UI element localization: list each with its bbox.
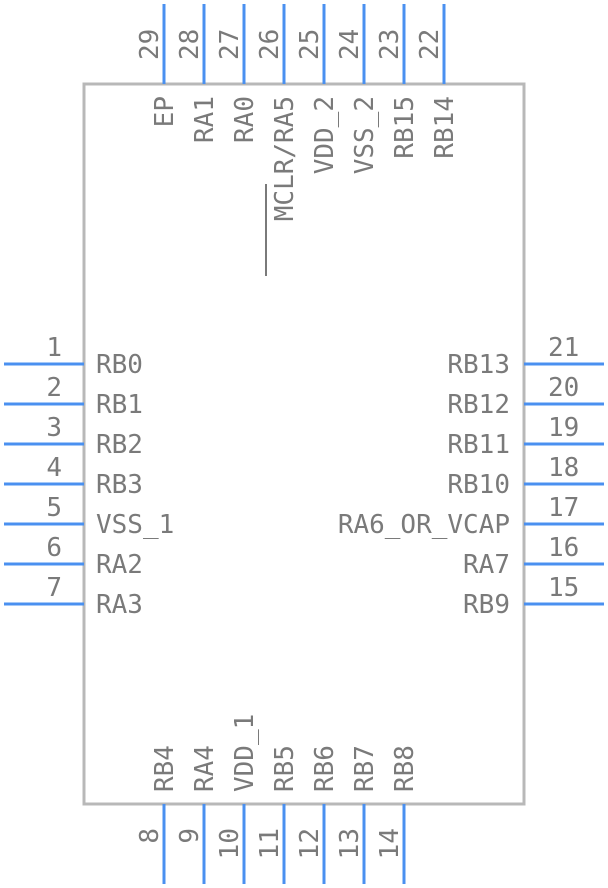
pin-8-name: RB4 xyxy=(150,745,180,792)
pin-group: 1RB02RB13RB24RB35VSS_16RA27RA321RB1320RB… xyxy=(4,4,604,884)
pin-15-name: RB9 xyxy=(463,590,510,620)
pin-21-number: 21 xyxy=(548,333,579,363)
pin-5-name: VSS_1 xyxy=(96,510,174,540)
pin-14-number: 14 xyxy=(375,828,405,859)
pin-20-name: RB12 xyxy=(447,390,510,420)
component-body xyxy=(82,82,526,806)
pin-15-number: 15 xyxy=(548,573,579,603)
pin-26-name: MCLR/RA5 xyxy=(270,96,300,221)
pin-8-number: 8 xyxy=(135,828,165,844)
pin-12-number: 12 xyxy=(295,828,325,859)
pin-3-number: 3 xyxy=(46,413,62,443)
pin-24-name: VSS_2 xyxy=(350,96,380,174)
pin-28-number: 28 xyxy=(175,29,205,60)
pin-1-number: 1 xyxy=(46,333,62,363)
pin-5-number: 5 xyxy=(46,493,62,523)
pin-27-number: 27 xyxy=(215,29,245,60)
pin-14-name: RB8 xyxy=(390,745,420,792)
pin-10-name: VDD_1 xyxy=(230,714,260,792)
pin-1-name: RB0 xyxy=(96,350,143,380)
pin-23-name: RB15 xyxy=(390,96,420,159)
pin-13-name: RB7 xyxy=(350,745,380,792)
pin-16-name: RA7 xyxy=(463,550,510,580)
pin-4-number: 4 xyxy=(46,453,62,483)
pin-19-number: 19 xyxy=(548,413,579,443)
pin-7-name: RA3 xyxy=(96,590,143,620)
pin-23-number: 23 xyxy=(375,29,405,60)
pin-20-number: 20 xyxy=(548,373,579,403)
pin-22-number: 22 xyxy=(415,29,445,60)
pin-12-name: RB6 xyxy=(310,745,340,792)
pin-7-number: 7 xyxy=(46,573,62,603)
pin-3-name: RB2 xyxy=(96,430,143,460)
pin-2-number: 2 xyxy=(46,373,62,403)
pin-27-name: RA0 xyxy=(230,96,260,143)
pin-9-name: RA4 xyxy=(190,745,220,792)
pin-6-number: 6 xyxy=(46,533,62,563)
pin-29-name: EP xyxy=(150,96,180,127)
pin-9-number: 9 xyxy=(175,828,205,844)
pin-18-name: RB10 xyxy=(447,470,510,500)
pin-22-name: RB14 xyxy=(430,96,460,159)
pin-4-name: RB3 xyxy=(96,470,143,500)
pin-25-name: VDD_2 xyxy=(310,96,340,174)
pin-29-number: 29 xyxy=(135,29,165,60)
pin-17-number: 17 xyxy=(548,493,579,523)
pin-26-number: 26 xyxy=(255,29,285,60)
pin-13-number: 13 xyxy=(335,828,365,859)
pin-21-name: RB13 xyxy=(447,350,510,380)
pin-17-name: RA6_OR_VCAP xyxy=(338,510,510,540)
pin-2-name: RB1 xyxy=(96,390,143,420)
pin-28-name: RA1 xyxy=(190,96,220,143)
pin-19-name: RB11 xyxy=(447,430,510,460)
pin-11-name: RB5 xyxy=(270,745,300,792)
pin-11-number: 11 xyxy=(255,828,285,859)
pin-18-number: 18 xyxy=(548,453,579,483)
pin-16-number: 16 xyxy=(548,533,579,563)
pin-24-number: 24 xyxy=(335,29,365,60)
pin-6-name: RA2 xyxy=(96,550,143,580)
pin-10-number: 10 xyxy=(215,828,245,859)
pin-25-number: 25 xyxy=(295,29,325,60)
